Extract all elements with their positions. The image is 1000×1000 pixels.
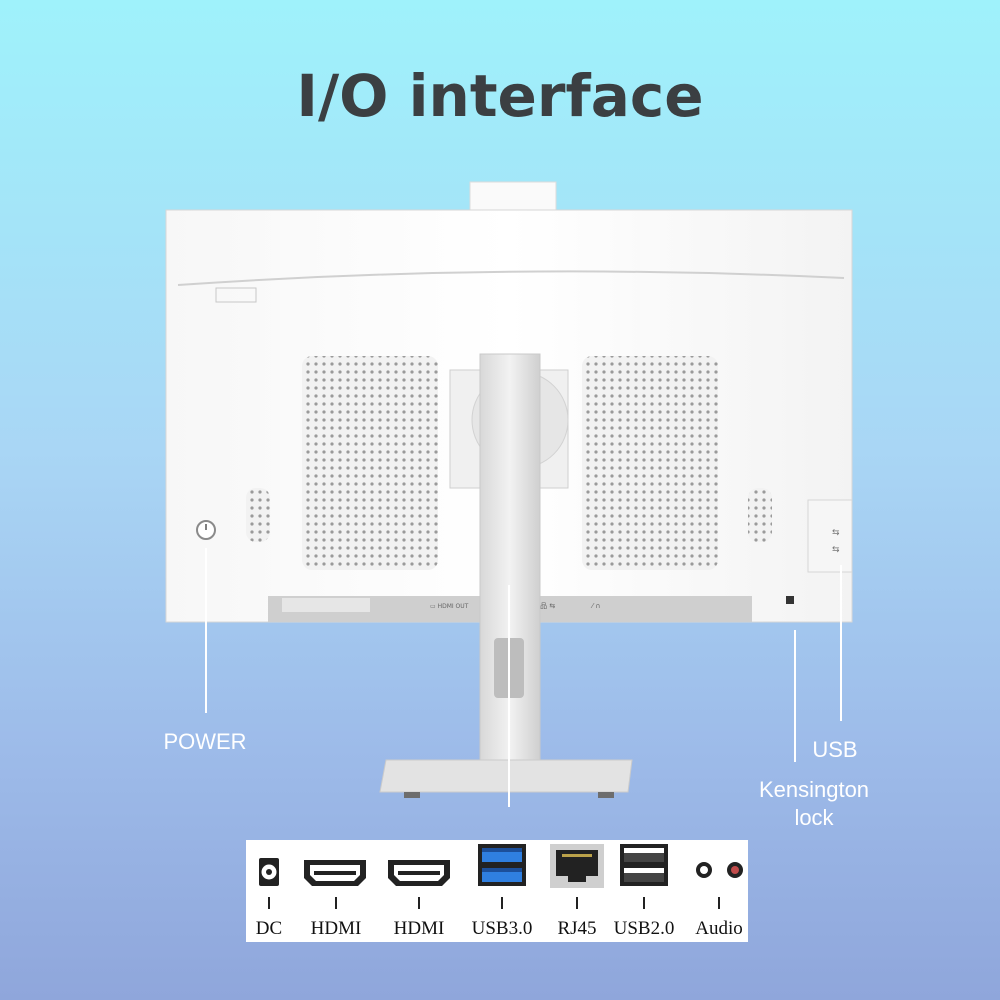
svg-text:⇆: ⇆ [832,528,840,538]
audio-jack-icon [696,862,743,878]
usb-callout-line [840,565,842,721]
hdmi-port-icon [304,860,366,886]
kensington-slot [786,596,794,604]
usb-label: USB [812,737,858,762]
port-label-usb3: USB3.0 [471,918,533,939]
io-callout-line [508,585,510,807]
right-vent-grill [582,356,718,570]
usb2-port-icon [620,844,668,886]
port-label-rj45: RJ45 [557,918,597,939]
usb3-port-icon [478,844,526,886]
ports-legend-panel: DC HDMI HDMI USB3.0 RJ45 USB2.0 Audio [246,840,748,942]
webcam-module [469,181,557,215]
page-title: I/O interface [296,62,704,130]
stand-base [379,759,633,793]
power-label: POWER [163,729,247,754]
kensington-callout-line [794,630,796,762]
power-callout-line [205,548,207,713]
rj45-port-icon [550,844,604,888]
port-label-hdmi: HDMI [393,918,445,939]
svg-text:▭ HDMI OUT: ▭ HDMI OUT [430,603,469,610]
port-label-usb2: USB2.0 [613,918,675,939]
port-label-audio: Audio [695,918,743,939]
svg-text:⇆: ⇆ [832,545,840,555]
side-usb-bump [807,499,853,573]
port-label-hdmi: HDMI [310,918,362,939]
svg-text:⇆ 品 ⇆: ⇆ 品 ⇆ [532,602,555,610]
hdmi-port-icon [388,860,450,886]
left-vent-grill [302,356,438,570]
stand-neck [479,353,541,789]
kensington-label: Kensington lock [758,777,870,830]
dc-power-icon [259,858,279,886]
port-label-dc: DC [255,918,283,939]
svg-text:⁄ ∩: ⁄ ∩ [590,602,601,610]
